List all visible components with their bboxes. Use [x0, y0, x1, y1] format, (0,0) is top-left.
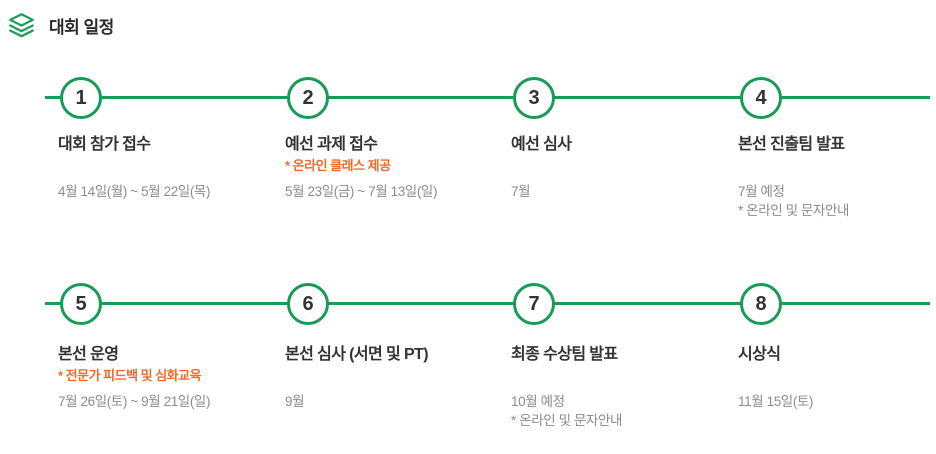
timeline-step-6: 6 본선 심사 (서면 및 PT) 9월 [285, 283, 505, 411]
step-body: 대회 참가 접수 4월 14일(월) ~ 5월 22일(목) [58, 135, 278, 201]
section-header: 대회 일정 [8, 12, 114, 39]
step-date: 10월 예정 [511, 394, 565, 409]
timeline-step-8: 8 시상식 11월 15일(토) [738, 283, 936, 411]
step-circle: 3 [513, 77, 555, 119]
step-dates: 10월 예정 * 온라인 및 문자안내 [511, 392, 731, 430]
step-note [58, 158, 278, 177]
timeline-step-7: 7 최종 수상팀 발표 10월 예정 * 온라인 및 문자안내 [511, 283, 731, 430]
step-note: * 온라인 클래스 제공 [285, 158, 391, 173]
step-note [511, 158, 731, 177]
step-title: 본선 진출팀 발표 [738, 136, 845, 153]
step-circle: 8 [740, 283, 782, 325]
step-number: 4 [755, 86, 767, 109]
step-dates: 7월 [511, 182, 731, 201]
step-number: 6 [302, 292, 314, 315]
step-note [738, 158, 936, 177]
step-note [738, 368, 936, 387]
step-date: 7월 [511, 184, 531, 199]
step-date: 11월 15일(토) [738, 394, 814, 409]
step-date: * 온라인 및 문자안내 [511, 413, 623, 428]
step-title: 시상식 [738, 346, 781, 363]
layers-icon [9, 13, 34, 38]
step-dates: 7월 26일(토) ~ 9월 21일(일) [58, 392, 278, 411]
step-body: 예선 심사 7월 [511, 135, 731, 201]
step-title: 본선 심사 (서면 및 PT) [285, 346, 429, 363]
step-date: 7월 26일(토) ~ 9월 21일(일) [58, 394, 211, 409]
step-circle: 6 [287, 283, 329, 325]
timeline-step-5: 5 본선 운영 * 전문가 피드백 및 심화교육 7월 26일(토) ~ 9월 … [58, 283, 278, 411]
step-date: 7월 예정 [738, 184, 785, 199]
timeline-step-3: 3 예선 심사 7월 [511, 77, 731, 201]
step-number: 3 [528, 86, 540, 109]
step-number: 5 [75, 292, 87, 315]
step-body: 최종 수상팀 발표 10월 예정 * 온라인 및 문자안내 [511, 345, 731, 430]
step-title: 예선 과제 접수 [285, 136, 378, 153]
timeline-line [45, 96, 930, 99]
step-date: 4월 14일(월) ~ 5월 22일(목) [58, 184, 211, 199]
step-date: 5월 23일(금) ~ 7월 13일(일) [285, 184, 438, 199]
step-body: 시상식 11월 15일(토) [738, 345, 936, 411]
step-circle: 2 [287, 77, 329, 119]
step-body: 본선 진출팀 발표 7월 예정 * 온라인 및 문자안내 [738, 135, 936, 220]
step-circle: 7 [513, 283, 555, 325]
step-circle: 5 [60, 283, 102, 325]
timeline-row-1: 1 대회 참가 접수 4월 14일(월) ~ 5월 22일(목) 2 예선 과제… [0, 77, 936, 227]
section-title: 대회 일정 [49, 18, 114, 37]
step-dates: 9월 [285, 392, 505, 411]
timeline-line [45, 302, 930, 305]
step-number: 1 [75, 86, 87, 109]
step-body: 예선 과제 접수 * 온라인 클래스 제공 5월 23일(금) ~ 7월 13일… [285, 135, 505, 201]
step-note [511, 368, 731, 387]
timeline-row-2: 5 본선 운영 * 전문가 피드백 및 심화교육 7월 26일(토) ~ 9월 … [0, 283, 936, 433]
step-note [285, 368, 505, 387]
step-number: 8 [755, 292, 767, 315]
step-date: 9월 [285, 394, 305, 409]
timeline-step-2: 2 예선 과제 접수 * 온라인 클래스 제공 5월 23일(금) ~ 7월 1… [285, 77, 505, 201]
step-circle: 1 [60, 77, 102, 119]
step-body: 본선 운영 * 전문가 피드백 및 심화교육 7월 26일(토) ~ 9월 21… [58, 345, 278, 411]
step-date: * 온라인 및 문자안내 [738, 203, 850, 218]
step-title: 최종 수상팀 발표 [511, 346, 618, 363]
step-dates: 7월 예정 * 온라인 및 문자안내 [738, 182, 936, 220]
step-title: 대회 참가 접수 [58, 136, 151, 153]
step-number: 7 [528, 292, 540, 315]
step-title: 예선 심사 [511, 136, 572, 153]
step-dates: 5월 23일(금) ~ 7월 13일(일) [285, 182, 505, 201]
step-note: * 전문가 피드백 및 심화교육 [58, 368, 202, 383]
step-circle: 4 [740, 77, 782, 119]
timeline-step-4: 4 본선 진출팀 발표 7월 예정 * 온라인 및 문자안내 [738, 77, 936, 220]
step-title: 본선 운영 [58, 346, 119, 363]
step-body: 본선 심사 (서면 및 PT) 9월 [285, 345, 505, 411]
step-number: 2 [302, 86, 314, 109]
timeline-step-1: 1 대회 참가 접수 4월 14일(월) ~ 5월 22일(목) [58, 77, 278, 201]
step-dates: 4월 14일(월) ~ 5월 22일(목) [58, 182, 278, 201]
step-dates: 11월 15일(토) [738, 392, 936, 411]
